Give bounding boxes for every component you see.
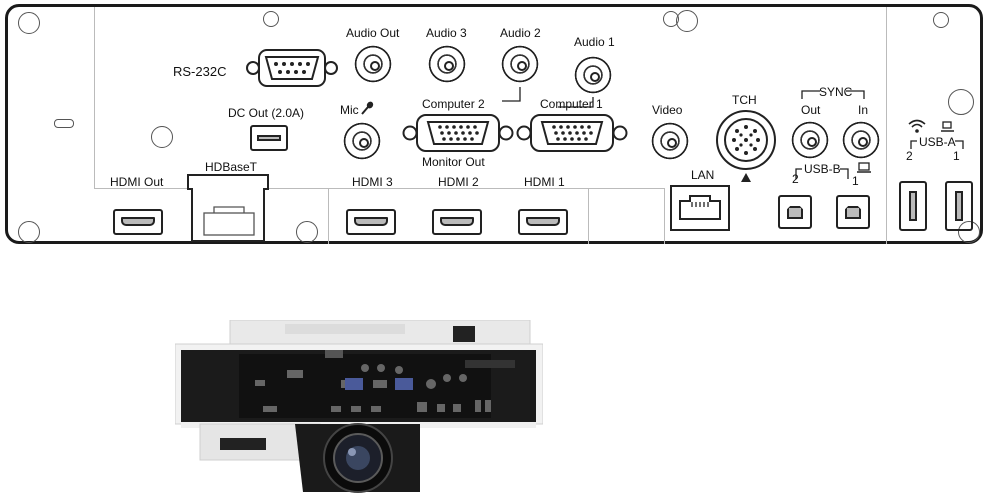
hdbaset-label: HDBaseT: [205, 160, 258, 174]
usb-a-2-port: [899, 181, 927, 231]
usb-b-2-label: 2: [792, 172, 799, 186]
mic-label: Mic: [340, 103, 359, 117]
dc-out-port: [250, 125, 288, 151]
panel-divider-right-top: [886, 7, 887, 244]
audio-out-label: Audio Out: [346, 26, 400, 40]
hdbaset-port: [187, 174, 269, 242]
audio2-label: Audio 2: [500, 26, 541, 40]
usb-a-1-label: 1: [953, 149, 960, 163]
hdmi1-label: HDMI 1: [524, 175, 565, 189]
usb-b-1-label: 1: [852, 174, 859, 188]
sync-out-label: Out: [801, 103, 821, 117]
microphone-icon: [361, 101, 374, 115]
panel-divider-top: [94, 7, 95, 188]
usb-b-bracket: [795, 168, 849, 179]
panel-divider-hdmi1: [588, 188, 589, 244]
monitor-out-label: Monitor Out: [422, 155, 485, 169]
usb-a-bracket: [910, 140, 964, 149]
sync-in-port: [841, 120, 881, 160]
lan-port: [670, 185, 730, 231]
rs232c-label: RS-232C: [173, 64, 227, 79]
hdmi-out-port: [113, 209, 163, 235]
tch-label: TCH: [732, 93, 757, 107]
mic-port: [342, 121, 382, 161]
usb-a-label: USB-A: [919, 135, 956, 149]
tch-port: [716, 110, 776, 170]
hdmi3-label: HDMI 3: [352, 175, 393, 189]
computer1-label: Computer 1: [540, 97, 603, 111]
audio1-port: [573, 55, 613, 95]
screw-icon: [151, 126, 173, 148]
usb-a-2-label: 2: [906, 149, 913, 163]
screw-icon: [676, 10, 698, 32]
usb-b-1-port: [836, 195, 870, 229]
screw-icon: [958, 221, 980, 243]
rs232c-port: [246, 49, 338, 87]
audio1-label: Audio 1: [574, 35, 615, 49]
hdmi1-port: [518, 209, 568, 235]
screw-icon: [18, 221, 40, 243]
usb-b-2-port: [778, 195, 812, 229]
computer1-port: [516, 114, 628, 152]
projector-illustration: [175, 320, 543, 493]
audio3-label: Audio 3: [426, 26, 467, 40]
panel-divider-right: [664, 188, 665, 244]
video-port: [650, 121, 690, 161]
video-label: Video: [652, 103, 683, 117]
wifi-icon: [908, 119, 926, 133]
dc-out-label: DC Out (2.0A): [228, 106, 305, 120]
slot-icon: [54, 119, 74, 128]
sync-out-port: [790, 120, 830, 160]
laptop-icon: [857, 162, 871, 173]
hdmi-out-label: HDMI Out: [110, 175, 164, 189]
audio-out-port: [353, 44, 393, 84]
computer2-label: Computer 2: [422, 97, 485, 111]
hdmi2-label: HDMI 2: [438, 175, 479, 189]
tch-arrow-icon: [741, 173, 751, 182]
laptop-icon: [941, 121, 954, 132]
usb-b-label: USB-B: [804, 162, 841, 176]
audio-bracket-lines: [502, 87, 594, 108]
screw-icon: [948, 89, 974, 115]
screw-icon: [263, 11, 279, 27]
sync-bracket: [801, 90, 865, 99]
lan-label: LAN: [691, 168, 715, 182]
audio2-port: [500, 44, 540, 84]
audio3-port: [427, 44, 467, 84]
sync-in-label: In: [858, 103, 869, 117]
hdmi3-port: [346, 209, 396, 235]
computer2-port: [402, 114, 514, 152]
connector-panel-diagram: RS-232C Audio Out Audio 3 Audio 2 Audio …: [5, 4, 983, 244]
usb-a-1-port: [945, 181, 973, 231]
panel-divider-horizontal: [94, 188, 664, 189]
screw-icon: [296, 221, 318, 243]
sync-label: SYNC: [819, 85, 853, 99]
screw-icon: [18, 12, 40, 34]
screw-icon: [933, 12, 949, 28]
hdmi2-port: [432, 209, 482, 235]
panel-divider-hdmi: [328, 188, 329, 244]
